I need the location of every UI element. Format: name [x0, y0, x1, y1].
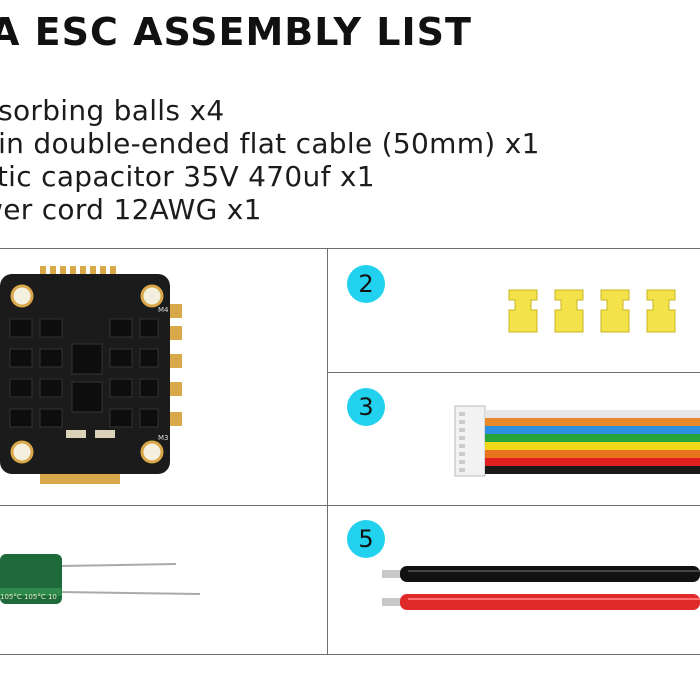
grid-line-vertical [327, 248, 328, 654]
assembly-list: bsorbing balls x4 pin double-ended flat … [0, 94, 540, 226]
item-number-badge-2: 2 [347, 265, 385, 303]
list-item: bsorbing balls x4 [0, 94, 225, 127]
list-item: ytic capacitor 35V 470uf x1 [0, 160, 375, 193]
esc-label-m4: M4 [158, 306, 169, 314]
page-title: A ESC ASSEMBLY LIST [0, 10, 472, 54]
capacitor-image: 105°C 105°C 10 [0, 554, 201, 604]
damper-balls-image [508, 289, 676, 333]
flat-cable-image [454, 405, 700, 477]
power-cord-image [382, 566, 700, 610]
grid-line-mid [0, 505, 700, 506]
capacitor-label: 105°C 105°C 10 [0, 593, 57, 601]
list-item: wer cord 12AWG x1 [0, 193, 262, 226]
grid-line-mid-right [327, 372, 700, 373]
esc-board-image: M4 M3 [0, 266, 182, 484]
esc-label-m3: M3 [158, 434, 169, 442]
item-number-badge-3: 3 [347, 388, 385, 426]
list-item: pin double-ended flat cable (50mm) x1 [0, 127, 540, 160]
grid-line-top [0, 248, 700, 249]
item-number-badge-5: 5 [347, 520, 385, 558]
grid-line-bottom [0, 654, 700, 655]
